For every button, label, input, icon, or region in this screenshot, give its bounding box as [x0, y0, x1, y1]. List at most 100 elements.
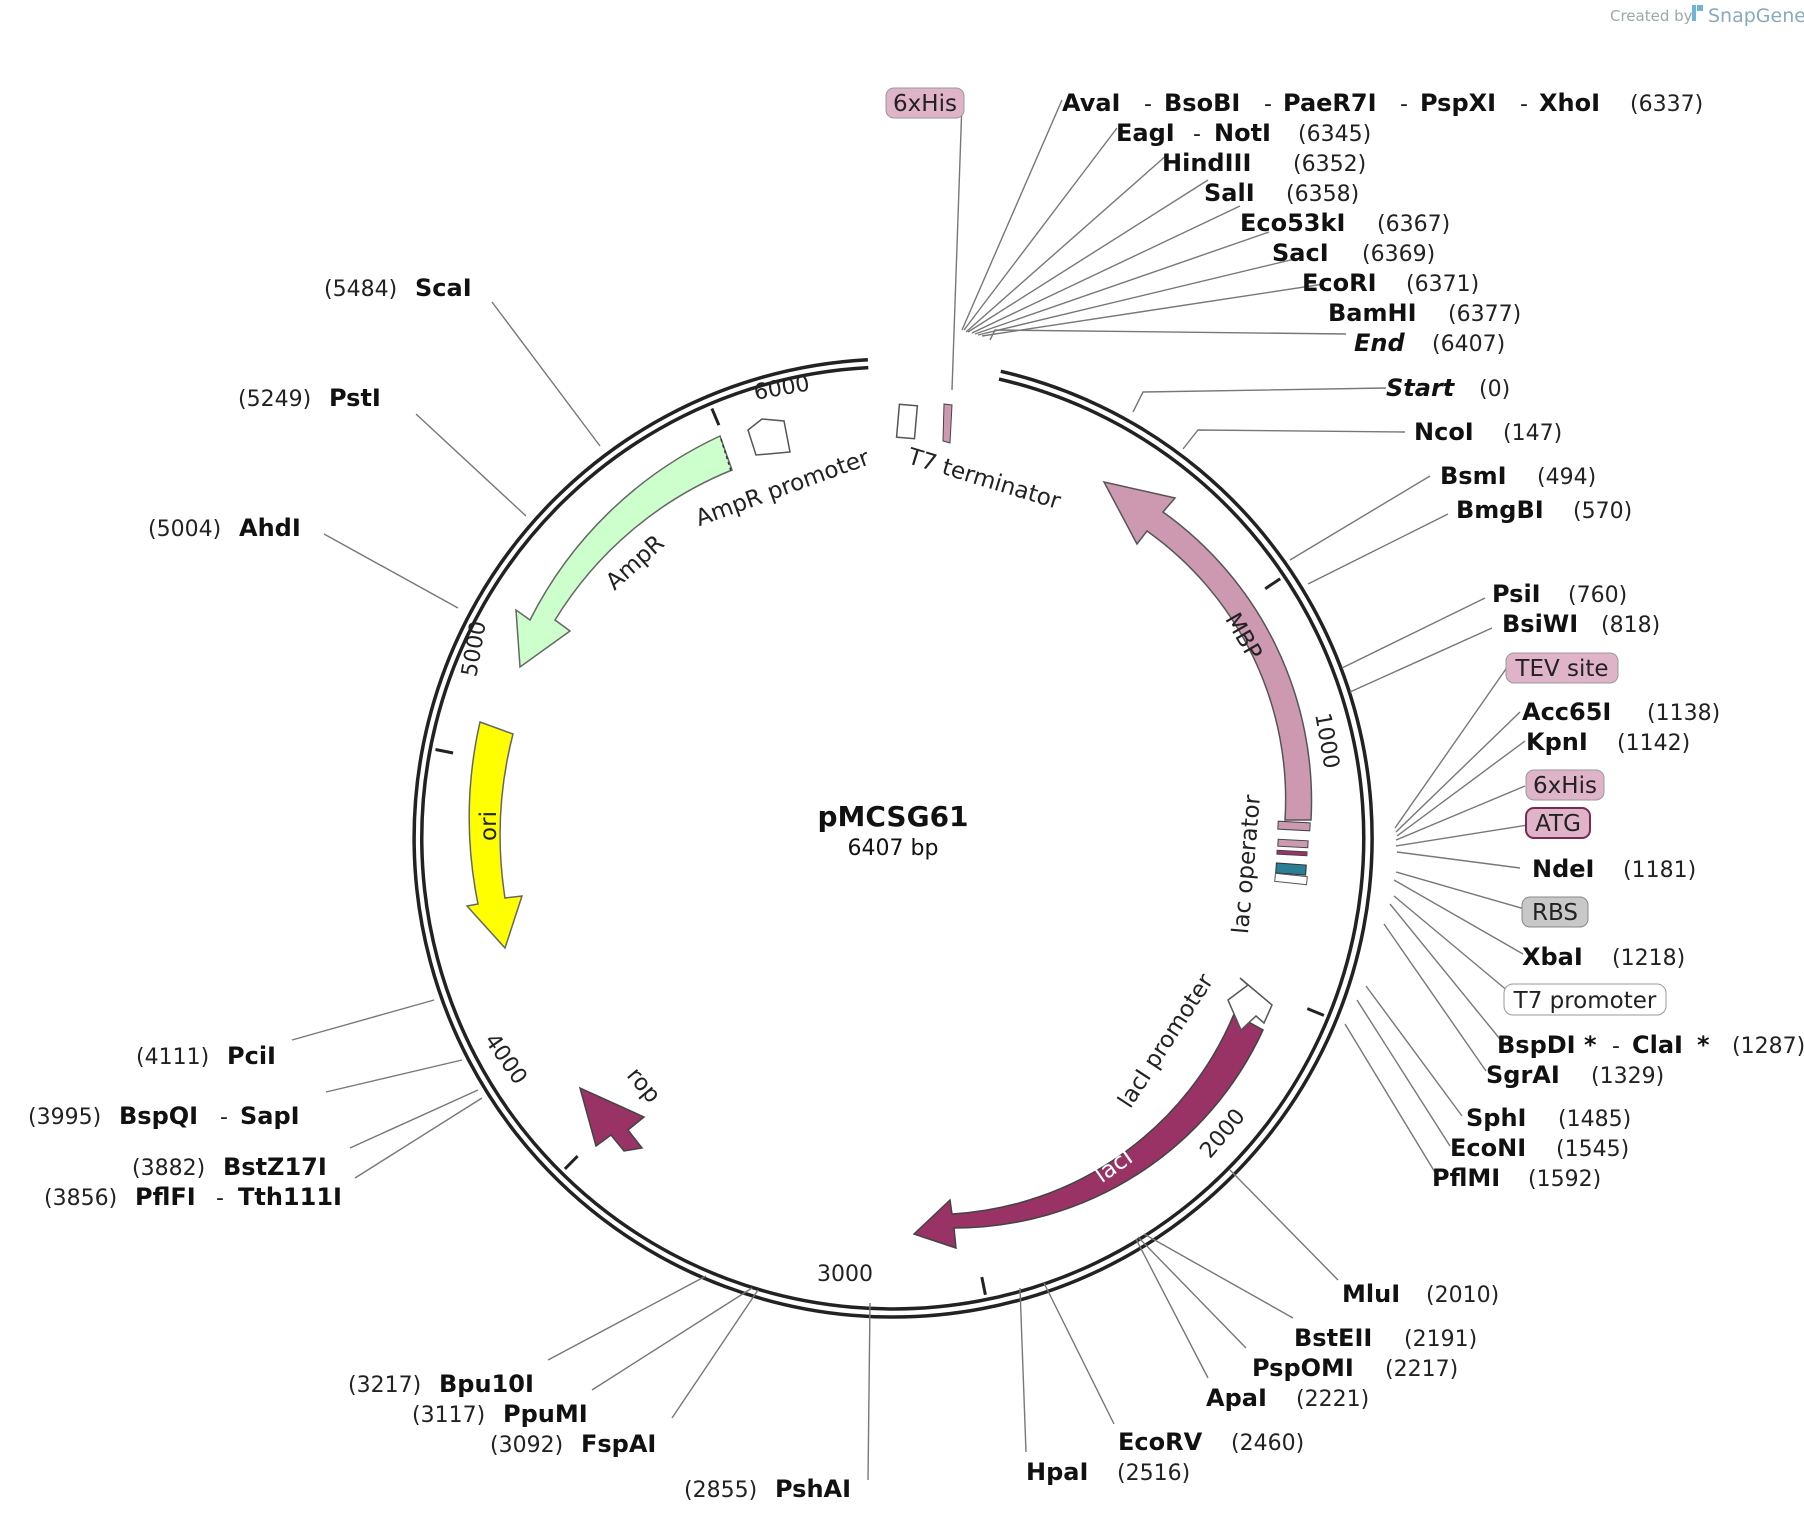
his-tag-right-feature[interactable] [1277, 838, 1309, 849]
site-pos: (6358) [1286, 182, 1359, 207]
laci-feature-arrow[interactable] [912, 1012, 1264, 1250]
site-pos: (494) [1537, 465, 1596, 490]
site-xhoi[interactable]: XhoI [1539, 89, 1600, 117]
rop-label: rop [621, 1063, 665, 1109]
site-bspdi[interactable]: BspDI [1497, 1031, 1576, 1059]
site-pos: (2010) [1426, 1283, 1499, 1308]
site-ahdi[interactable]: AhdI [239, 514, 301, 542]
site-ncoi[interactable]: NcoI [1414, 418, 1474, 446]
site-pos: (3217) [348, 1373, 421, 1398]
ampr-feature-arrow[interactable] [515, 434, 733, 669]
atg-feature[interactable] [1276, 849, 1308, 857]
site-psti[interactable]: PstI [329, 384, 381, 412]
site-pos: (1181) [1623, 858, 1696, 883]
site-sapi[interactable]: SapI [240, 1102, 300, 1130]
site-fspai[interactable]: FspAI [581, 1430, 656, 1458]
site-paer7i[interactable]: PaeR7I [1283, 89, 1377, 117]
site-ecori[interactable]: EcoRI [1302, 269, 1377, 297]
laci-promoter-arrow[interactable] [1227, 977, 1273, 1032]
his-tag-right-label-group[interactable]: 6xHis [1525, 769, 1605, 801]
site-bsteii[interactable]: BstEII [1294, 1324, 1372, 1352]
ampr-promoter-arrow[interactable] [747, 418, 791, 456]
site-bstz17i[interactable]: BstZ17I [223, 1153, 327, 1181]
t7-promoter-label-group[interactable]: T7 promoter [1503, 983, 1667, 1016]
site-start[interactable]: Start [1386, 374, 1456, 402]
site-pos: (570) [1573, 499, 1632, 524]
rbs-feature[interactable] [1275, 862, 1307, 876]
dash: - [1612, 1034, 1620, 1059]
site-xbai[interactable]: XbaI [1522, 943, 1583, 971]
mbp-feature-arrow[interactable] [1102, 480, 1313, 821]
tev-site-label: TEV site [1514, 656, 1608, 682]
site-eco53ki[interactable]: Eco53kI [1240, 209, 1345, 237]
site-pspomi[interactable]: PspOMI [1252, 1354, 1354, 1382]
plasmid-length: 6407 bp [848, 836, 939, 861]
site-eagi[interactable]: EagI [1116, 119, 1175, 147]
site-ndei[interactable]: NdeI [1532, 855, 1594, 883]
site-saci[interactable]: SacI [1272, 239, 1329, 267]
site-end[interactable]: End [1354, 329, 1405, 357]
plasmid-name: pMCSG61 [817, 800, 968, 833]
site-pos: (2516) [1117, 1461, 1190, 1486]
site-ecorv[interactable]: EcoRV [1118, 1428, 1203, 1456]
site-hpai[interactable]: HpaI [1026, 1458, 1088, 1486]
site-bpu10i[interactable]: Bpu10I [439, 1370, 534, 1398]
site-ppumi[interactable]: PpuMI [503, 1400, 588, 1428]
ori-feature-arrow[interactable] [465, 721, 524, 950]
site-pflfi[interactable]: PflFI [135, 1183, 196, 1211]
site-econi[interactable]: EcoNI [1450, 1134, 1526, 1162]
site-bsiwi[interactable]: BsiWI [1502, 610, 1578, 638]
site-kpni[interactable]: KpnI [1526, 728, 1588, 756]
rop-feature-arrow[interactable] [578, 1086, 646, 1152]
site-pos: (5249) [238, 387, 311, 412]
dash: - [216, 1186, 224, 1211]
site-pos: (147) [1503, 421, 1562, 446]
tev-site-feature[interactable] [1277, 820, 1311, 832]
tick-mark-6000 [710, 408, 721, 426]
site-psii[interactable]: PsiI [1492, 580, 1541, 608]
site-avai[interactable]: AvaI [1062, 89, 1121, 117]
site-sali[interactable]: SalI [1204, 179, 1255, 207]
site-clai[interactable]: ClaI [1632, 1031, 1683, 1059]
site-scai[interactable]: ScaI [415, 274, 472, 302]
site-pshai[interactable]: PshAI [775, 1475, 851, 1503]
site-pcii[interactable]: PciI [227, 1042, 276, 1070]
site-tth111i[interactable]: Tth111I [238, 1183, 342, 1211]
backbone-outer-arc [412, 357, 1374, 1319]
rbs-label-group[interactable]: RBS [1521, 896, 1589, 928]
snapgene-logo-icon [1692, 5, 1703, 21]
his-tag-top-feature[interactable] [942, 403, 953, 444]
site-bsmi[interactable]: BsmI [1440, 462, 1507, 490]
site-noti[interactable]: NotI [1214, 119, 1271, 147]
site-pflmi[interactable]: PflMI [1432, 1164, 1500, 1192]
site-pos: (1218) [1612, 946, 1685, 971]
site-pos: (6352) [1293, 152, 1366, 177]
site-bmgbi[interactable]: BmgBI [1456, 496, 1544, 524]
site-apai[interactable]: ApaI [1206, 1384, 1267, 1412]
his-tag-top-label: 6xHis [893, 91, 957, 117]
site-bspqi[interactable]: BspQI [119, 1102, 198, 1130]
tev-site-label-group[interactable]: TEV site [1505, 652, 1619, 684]
site-sphi[interactable]: SphI [1466, 1104, 1526, 1132]
dash: - [1520, 92, 1528, 117]
backbone-arcs [412, 357, 1374, 1319]
dash: - [1400, 92, 1408, 117]
site-pos: (818) [1601, 613, 1660, 638]
t7-promoter-feature[interactable] [1274, 872, 1308, 886]
atg-label-group[interactable]: ATG [1525, 807, 1591, 839]
credit-brand: SnapGene [1708, 5, 1804, 27]
t7-terminator-box[interactable] [895, 403, 919, 440]
site-sgrai[interactable]: SgrAI [1486, 1061, 1560, 1089]
site-mlui[interactable]: MluI [1342, 1280, 1400, 1308]
site-hindiii[interactable]: HindIII [1162, 149, 1251, 177]
site-acc65i[interactable]: Acc65I [1522, 698, 1611, 726]
his-tag-right-label: 6xHis [1533, 773, 1597, 799]
site-bsobi[interactable]: BsoBI [1164, 89, 1240, 117]
tick-mark-5000 [435, 748, 454, 755]
site-pspxi[interactable]: PspXI [1420, 89, 1496, 117]
site-pos: (0) [1479, 377, 1510, 402]
his-tag-top-label-group[interactable]: 6xHis [885, 87, 965, 119]
site-bamhi[interactable]: BamHI [1328, 299, 1417, 327]
t7-promoter-label: T7 promoter [1513, 988, 1657, 1014]
